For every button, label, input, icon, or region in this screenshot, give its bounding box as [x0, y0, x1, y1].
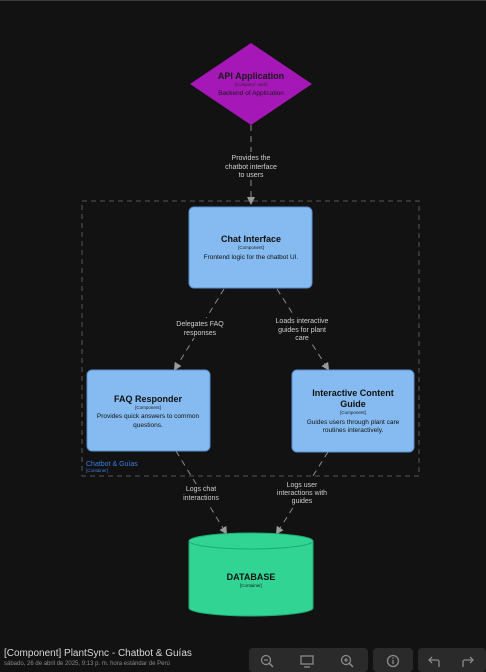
chat-tag: [Component] [238, 245, 264, 250]
faq-title: FAQ Responder [114, 394, 183, 404]
zoom-controls [249, 648, 368, 672]
chat-title: Chat Interface [221, 234, 281, 244]
zoom-in-icon [340, 654, 354, 668]
back-icon [428, 656, 440, 667]
faq-tag: [Component] [135, 405, 161, 410]
edge-label-guide-db-3: guides [292, 498, 313, 505]
guide-title-line2: Guide [340, 399, 366, 409]
api-diamond-shape [190, 43, 312, 125]
footer: [Component] PlantSync - Chatbot & Guías … [0, 644, 486, 670]
info-button[interactable] [383, 652, 403, 670]
zoom-out-icon [260, 654, 274, 668]
boundary-label: Chatbot & Guías [86, 461, 138, 468]
edge-label-api-chat-1: Provides the [232, 155, 271, 162]
edge-label-guide-db-2: interactions with [277, 490, 327, 497]
node-chat-interface[interactable]: Chat Interface [Component] Frontend logi… [188, 206, 313, 289]
db-title: DATABASE [227, 572, 276, 582]
chat-desc: Frontend logic for the chatbot UI. [204, 254, 299, 261]
guide-tag: [Component] [340, 410, 366, 415]
guide-desc-line2: routines interactively. [323, 427, 384, 434]
zoom-out-button[interactable] [257, 652, 277, 670]
edge-label-chat-guide-1: Loads interactive [276, 318, 329, 325]
chat-box [188, 206, 313, 289]
guide-desc-line1: Guides users through plant care [307, 419, 400, 426]
info-control [373, 648, 413, 672]
faq-desc-line2: questions. [133, 422, 163, 429]
node-api-application[interactable]: API Application [Container: web] Backend… [190, 43, 312, 125]
forward-icon [462, 656, 474, 667]
edge-label-chat-faq-1: Delegates FAQ [176, 321, 224, 328]
guide-title-line1: Interactive Content [312, 388, 394, 398]
edge-label-api-chat-2: chatbot interface [225, 164, 277, 171]
forward-button[interactable] [458, 652, 478, 670]
edge-label-faq-db-2: interactions [183, 495, 219, 502]
edge-label-faq-db-1: Logs chat [186, 486, 216, 493]
fit-screen-icon [300, 655, 314, 668]
guide-box [291, 369, 415, 453]
diagram-title: [Component] PlantSync - Chatbot & Guías [4, 648, 192, 659]
zoom-in-button[interactable] [337, 652, 357, 670]
api-title: API Application [218, 71, 284, 81]
faq-desc-line1: Provides quick answers to common [97, 413, 200, 420]
fit-screen-button[interactable] [297, 652, 317, 670]
edge-label-api-chat-3: to users [239, 172, 264, 179]
boundary-tag: [Container] [86, 468, 108, 473]
node-database[interactable]: DATABASE [Container] [188, 532, 314, 617]
edge-label-chat-faq-2: responses [184, 330, 217, 337]
db-body [188, 541, 314, 617]
diagram-timestamp: sábado, 26 de abril de 2025, 9:13 p. m. … [4, 661, 170, 667]
db-tag: [Container] [240, 583, 262, 588]
info-icon [386, 654, 400, 668]
node-interactive-content-guide[interactable]: Interactive Content Guide [Component] Gu… [291, 369, 415, 453]
edge-label-chat-guide-2: guides for plant [278, 327, 326, 334]
api-tag: [Container: web] [235, 82, 268, 87]
edge-label-guide-db-1: Logs user [287, 482, 318, 489]
db-top [188, 532, 314, 550]
edge-label-chat-guide-3: care [295, 335, 309, 342]
diagram-toolbar [249, 648, 486, 672]
node-faq-responder[interactable]: FAQ Responder [Component] Provides quick… [86, 369, 211, 452]
navigation-controls [418, 648, 486, 672]
back-button[interactable] [424, 652, 444, 670]
faq-box [86, 369, 211, 452]
api-desc: Backend of Application [218, 90, 284, 97]
